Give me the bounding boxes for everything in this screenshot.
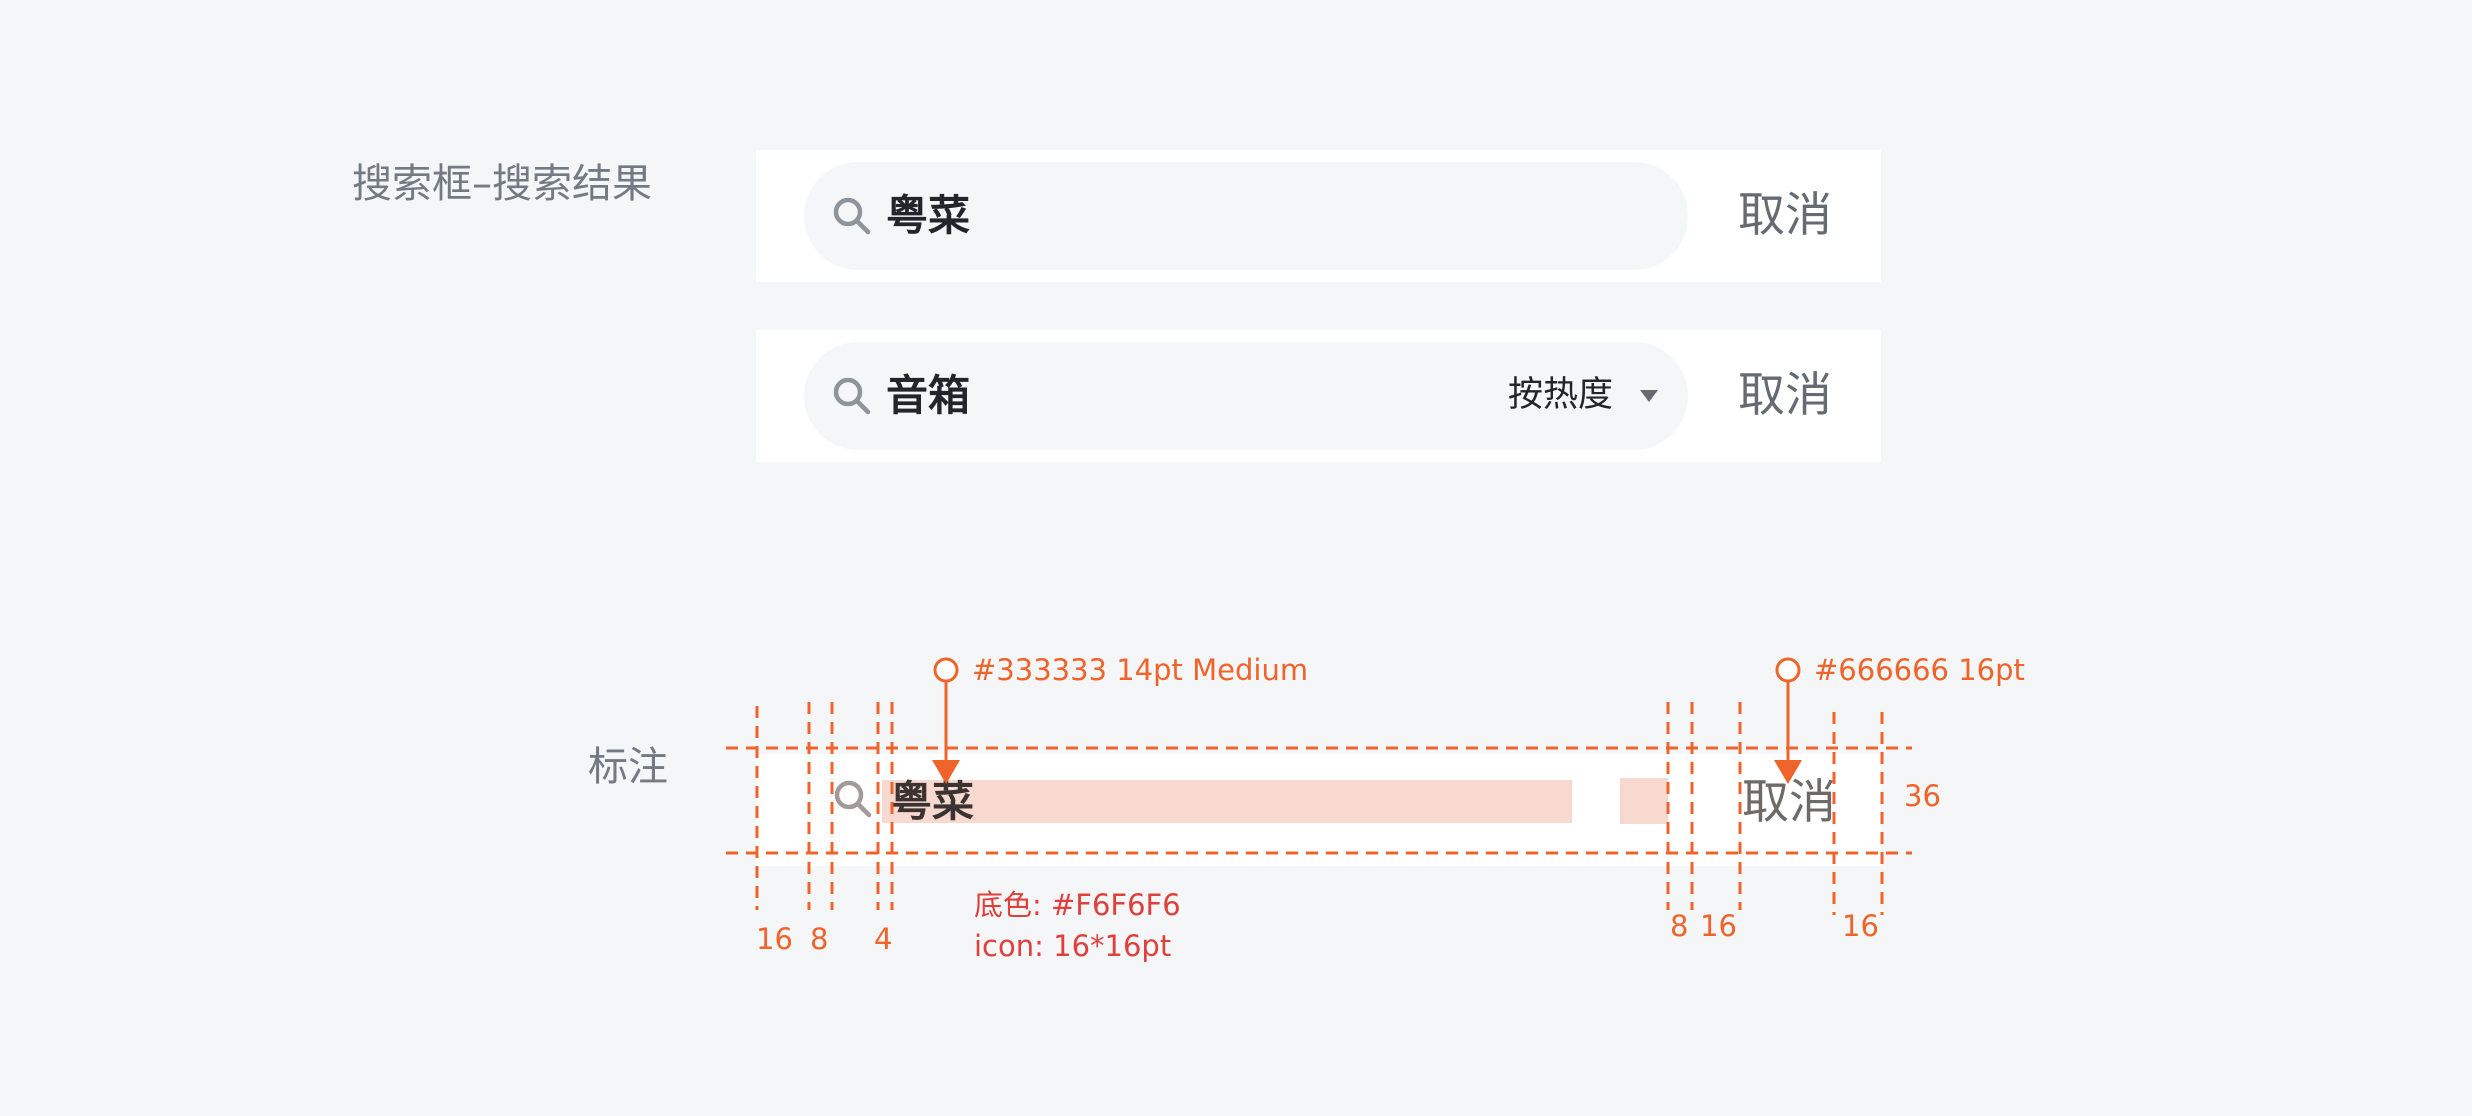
callout-arrow-2 bbox=[1774, 760, 1802, 784]
dimension-8-right: 8 bbox=[1670, 909, 1689, 943]
cancel-button[interactable]: 取消 bbox=[1738, 368, 1832, 423]
dimension-16-right: 16 bbox=[1700, 909, 1737, 943]
dimension-8-left: 8 bbox=[810, 922, 829, 956]
keyword-highlight bbox=[882, 780, 1572, 823]
background-color-note: 底色: #F6F6F6 bbox=[974, 888, 1181, 922]
search-input[interactable]: 粤菜 bbox=[804, 162, 1688, 270]
callout-dot-1 bbox=[933, 657, 959, 683]
callout-arrow-1 bbox=[932, 760, 960, 784]
search-bar-example-2: 音箱 按热度 取消 bbox=[756, 330, 1881, 462]
search-icon bbox=[833, 377, 871, 415]
annotated-keyword: 粤菜 bbox=[890, 777, 975, 826]
search-keyword: 音箱 bbox=[886, 371, 971, 420]
callout-dot-2 bbox=[1775, 657, 1801, 683]
sort-label: 按热度 bbox=[1508, 375, 1614, 415]
section-label-search-result: 搜索框–搜索结果 bbox=[352, 161, 652, 207]
icon-size-note: icon: 16*16pt bbox=[974, 929, 1172, 963]
padding-highlight bbox=[1620, 778, 1668, 824]
annotated-cancel: 取消 bbox=[1742, 775, 1836, 830]
cancel-button[interactable]: 取消 bbox=[1738, 188, 1832, 243]
search-bar-example-1: 粤菜 取消 bbox=[756, 150, 1881, 282]
dimension-4: 4 bbox=[874, 922, 893, 956]
search-input[interactable]: 音箱 按热度 bbox=[804, 342, 1688, 450]
cancel-style-note: #666666 16pt bbox=[1814, 653, 2025, 687]
search-keyword: 粤菜 bbox=[886, 191, 971, 240]
keyword-style-note: #333333 14pt Medium bbox=[972, 653, 1309, 687]
search-icon bbox=[833, 197, 871, 235]
caret-down-icon bbox=[1640, 390, 1658, 402]
search-icon bbox=[834, 780, 872, 818]
height-dimension: 36 bbox=[1904, 779, 1941, 813]
dimension-16-left: 16 bbox=[756, 922, 793, 956]
dimension-16-cancel: 16 bbox=[1842, 909, 1879, 943]
section-label-annotation: 标注 bbox=[588, 744, 668, 790]
